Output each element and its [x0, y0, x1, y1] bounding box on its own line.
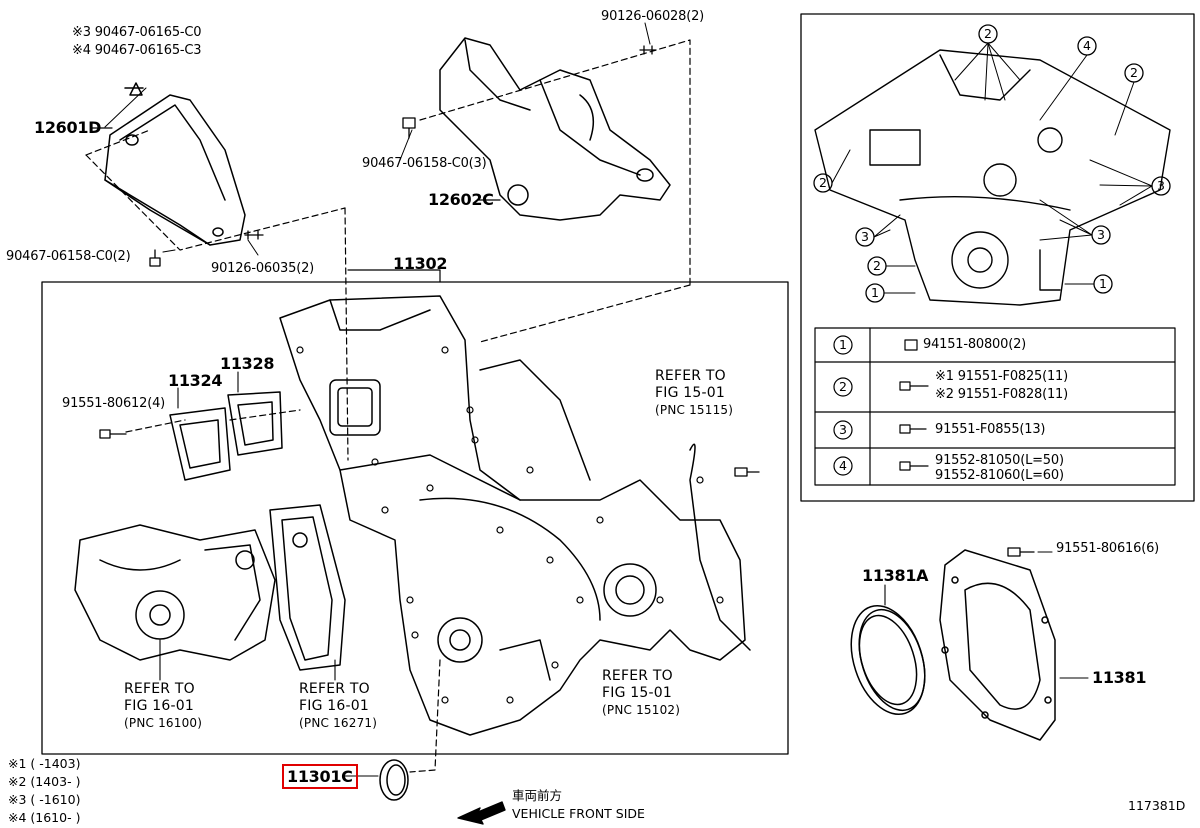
inset-leaders — [831, 42, 1153, 294]
refer-line: (PNC 16100) — [124, 716, 203, 730]
part-number[interactable]: ※3 90467-06165-C0 — [72, 25, 202, 40]
pnc-label[interactable]: 11381A — [862, 566, 929, 585]
refer-line: FIG 16-01 — [124, 698, 194, 714]
callout-1: 1 — [871, 285, 879, 300]
legend-num-4: 4 — [839, 458, 847, 473]
part-number[interactable]: 91551-80616(6) — [1056, 541, 1160, 556]
refer-line: (PNC 15115) — [655, 403, 734, 417]
part-number[interactable]: 90467-06158-C0(2) — [6, 249, 131, 264]
callout-2: 2 — [984, 26, 992, 41]
callout-2: 2 — [819, 175, 827, 190]
plate-11381 — [939, 549, 1056, 741]
refer-to-15102[interactable]: REFER TO FIG 15-01 (PNC 15102) — [602, 668, 680, 719]
inset-frame — [800, 13, 1195, 502]
refer-line: REFER TO — [655, 368, 726, 384]
bolt-holes — [296, 346, 724, 704]
timing-cover-11302 — [279, 295, 751, 736]
refer-line: FIG 16-01 — [299, 698, 369, 714]
refer-line: FIG 15-01 — [655, 385, 725, 401]
legend-circles — [833, 335, 853, 476]
refer-line: (PNC 16271) — [299, 716, 378, 730]
oil-seal-11301c — [379, 759, 409, 801]
pnc-label[interactable]: 12601D — [34, 118, 102, 137]
direction-arrow — [457, 801, 506, 825]
part-number[interactable]: 90126-06028(2) — [601, 9, 705, 24]
gasket-11324 — [169, 407, 231, 481]
callout-3: 3 — [1097, 227, 1105, 242]
legend-part[interactable]: 91552-81050(L=50) — [935, 453, 1064, 468]
part-number[interactable]: 90126-06035(2) — [211, 261, 315, 276]
seal-11381a — [850, 604, 926, 716]
water-pump — [74, 524, 276, 661]
callout-1: 1 — [1099, 276, 1107, 291]
pnc-label-highlighted[interactable]: 11301C — [282, 764, 358, 789]
direction-label-en: VEHICLE FRONT SIDE — [512, 806, 645, 821]
callout-3: 3 — [1157, 178, 1165, 193]
refer-to-16100[interactable]: REFER TO FIG 16-01 (PNC 16100) — [124, 681, 202, 732]
part-number[interactable]: ※4 90467-06165-C3 — [72, 43, 202, 58]
footnote: ※3 ( -1610) — [8, 792, 81, 807]
legend-table — [814, 327, 1176, 486]
refer-to-16271[interactable]: REFER TO FIG 16-01 (PNC 16271) — [299, 681, 377, 732]
footnote: ※4 (1610- ) — [8, 810, 81, 825]
direction-label-jp: 車両前方 — [512, 788, 563, 803]
footnote: ※1 ( -1403) — [8, 756, 81, 771]
refer-to-15115[interactable]: REFER TO FIG 15-01 (PNC 15115) — [655, 368, 733, 419]
pnc-label[interactable]: 11302 — [393, 254, 448, 273]
pnc-label[interactable]: 12602C — [428, 190, 494, 209]
pump-gasket — [269, 504, 346, 671]
legend-part[interactable]: ※1 91551-F0825(11) — [935, 369, 1068, 384]
part-number[interactable]: 91551-80612(4) — [62, 396, 166, 411]
bolt-glyphs — [99, 45, 1035, 557]
gasket-11328 — [227, 391, 283, 456]
callout-3: 3 — [861, 229, 869, 244]
refer-line: (PNC 15102) — [602, 703, 681, 717]
refer-line: REFER TO — [299, 681, 370, 697]
legend-num-2: 2 — [839, 379, 847, 394]
pnc-label[interactable]: 11324 — [168, 371, 223, 390]
refer-line: REFER TO — [124, 681, 195, 697]
legend-part[interactable]: 94151-80800(2) — [923, 337, 1027, 352]
footnote: ※2 (1403- ) — [8, 774, 81, 789]
legend-num-3: 3 — [839, 422, 847, 437]
legend-part[interactable]: ※2 91551-F0828(11) — [935, 387, 1068, 402]
figure-code: 117381D — [1128, 798, 1186, 813]
inset-engine-outline — [814, 49, 1171, 306]
part-number[interactable]: 90467-06158-C0(3) — [362, 156, 487, 171]
callout-4: 4 — [1083, 38, 1091, 53]
legend-num-1: 1 — [839, 337, 847, 352]
callout-2: 2 — [1130, 65, 1138, 80]
pnc-label[interactable]: 11381 — [1092, 668, 1147, 687]
legend-bolts — [899, 339, 929, 471]
legend-part[interactable]: 91552-81060(L=60) — [935, 468, 1064, 483]
refer-line: FIG 15-01 — [602, 685, 672, 701]
refer-line: REFER TO — [602, 668, 673, 684]
callout-2: 2 — [873, 258, 881, 273]
legend-part[interactable]: 91551-F0855(13) — [935, 422, 1046, 437]
pnc-label[interactable]: 11328 — [220, 354, 275, 373]
main-frame — [41, 281, 789, 755]
cover-12601d — [104, 82, 246, 246]
